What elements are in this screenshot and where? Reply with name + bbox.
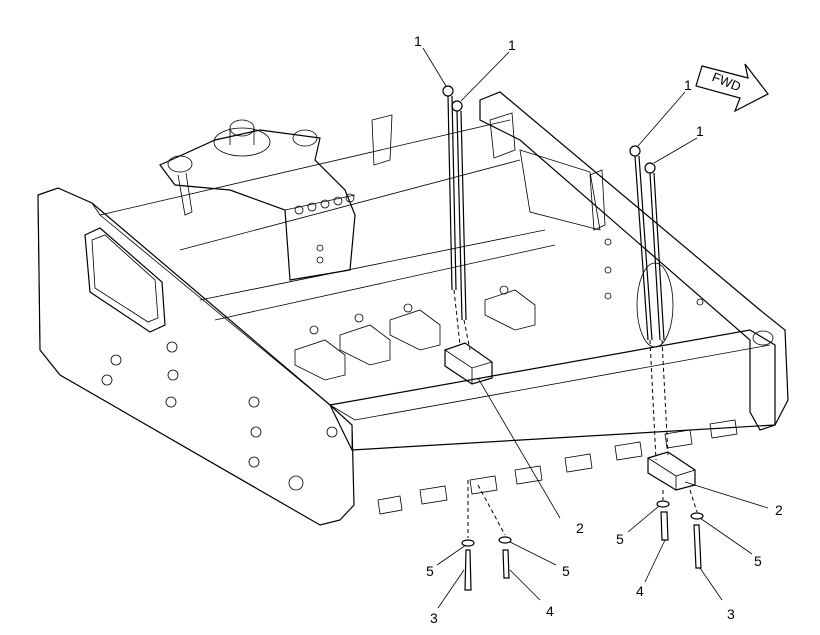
right-side-plate [479, 91, 789, 431]
lower-bolts-right [656, 489, 704, 569]
front-cross-beam [329, 329, 776, 451]
callout-3a: 3 [430, 610, 438, 626]
callout-1c: 1 [684, 77, 692, 93]
nut-1d [644, 162, 656, 174]
nut-and-stud-group [442, 85, 669, 461]
clamp-block-2-left [444, 342, 493, 385]
nut-1a [442, 85, 454, 97]
callout-labels: 1 1 1 1 2 2 3 3 4 4 5 5 5 5 [414, 33, 783, 626]
callout-5d: 5 [754, 553, 762, 569]
fwd-arrow: FWD [695, 63, 769, 113]
callout-1b: 1 [508, 37, 516, 53]
callout-1d: 1 [696, 123, 704, 139]
callout-5a: 5 [426, 563, 434, 579]
callout-2a: 2 [576, 520, 584, 536]
washer-5a [461, 539, 475, 547]
leader-lines [422, 47, 769, 609]
clamp-block-2-right [647, 451, 696, 491]
callout-1a: 1 [414, 33, 422, 49]
lower-bolts-left [461, 480, 512, 591]
bolt-4b [660, 511, 669, 541]
washer-5c [656, 500, 670, 508]
left-side-plate [37, 187, 355, 526]
washer-5b [498, 536, 512, 544]
mounting-tabs [371, 112, 606, 231]
nut-1c [629, 145, 641, 157]
nut-1b [451, 100, 463, 112]
washer-5d [690, 512, 704, 520]
bolt-3b [693, 524, 702, 569]
pivot-assembly [159, 119, 356, 281]
callout-4b: 4 [636, 583, 644, 599]
bolt-3a [464, 549, 472, 591]
callout-4a: 4 [546, 603, 554, 619]
callout-5b: 5 [562, 563, 570, 579]
bolt-4a [502, 549, 510, 579]
callout-2b: 2 [775, 502, 783, 518]
callout-5c: 5 [616, 531, 624, 547]
callout-3b: 3 [727, 606, 735, 622]
clamp-blocks [294, 285, 536, 381]
bottom-feet [377, 419, 738, 515]
